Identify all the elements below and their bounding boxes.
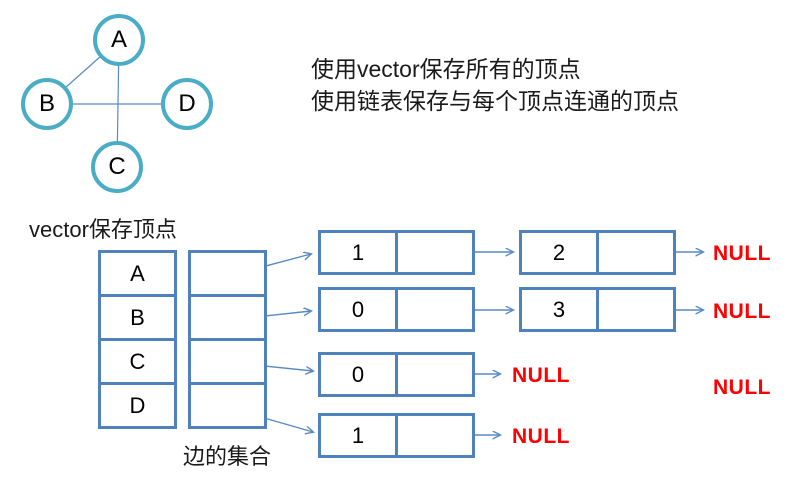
list-node-a2-pointer	[596, 233, 673, 272]
edge-set-label: 边的集合	[183, 444, 272, 469]
list-node-a2-value: 2	[552, 239, 566, 265]
null-extra: NULL	[713, 376, 771, 399]
list-node-c1-value: 0	[351, 361, 365, 387]
null-terminator-d: NULL	[512, 425, 570, 448]
list-node-d1-pointer	[395, 416, 472, 455]
vertex-cell-c: C	[101, 338, 174, 382]
null-terminator-c: NULL	[512, 364, 570, 387]
graph-node-d-label: D	[178, 90, 196, 117]
vertex-vector-column: A B C D	[98, 250, 177, 429]
edge-pointer-column	[188, 250, 267, 429]
vector-store-label: vector保存顶点	[29, 217, 177, 242]
null-terminator-a: NULL	[713, 242, 771, 265]
vertex-cell-d: D	[101, 382, 174, 426]
list-node-a1: 1	[318, 230, 475, 275]
edge-pointer-cell-b	[191, 294, 264, 338]
description-line-1: 使用vector保存所有的顶点	[311, 56, 581, 82]
list-node-b2: 3	[519, 287, 676, 332]
list-node-b2-value: 3	[552, 296, 566, 322]
list-node-d1: 1	[318, 413, 475, 458]
edge-pointer-cell-c	[191, 338, 264, 382]
description-text: 使用vector保存所有的顶点 使用链表保存与每个顶点连通的顶点	[311, 53, 679, 117]
vertex-cell-b: B	[101, 294, 174, 338]
list-node-b1-pointer	[395, 290, 472, 329]
list-node-a2: 2	[519, 230, 676, 275]
graph-node-d: D	[161, 78, 213, 130]
graph-node-b-label: B	[38, 90, 55, 117]
list-node-a1-value: 1	[351, 239, 365, 265]
edge-pointer-cell-a	[191, 253, 264, 294]
list-node-b1: 0	[318, 287, 475, 332]
edge-pointer-cell-d	[191, 382, 264, 426]
vertex-cell-a: A	[130, 260, 145, 286]
graph-node-b: B	[21, 78, 73, 130]
list-node-c1-pointer	[395, 355, 472, 394]
list-node-d1-value: 1	[351, 422, 365, 448]
graph-node-c: C	[91, 141, 143, 193]
null-terminator-b: NULL	[713, 300, 771, 323]
list-node-b1-value: 0	[351, 296, 365, 322]
list-node-c1: 0	[318, 352, 475, 397]
description-line-2: 使用链表保存与每个顶点连通的顶点	[311, 88, 679, 114]
list-node-b2-pointer	[596, 290, 673, 329]
graph-node-c-label: C	[108, 153, 126, 180]
graph-node-a: A	[93, 14, 145, 66]
list-node-a1-pointer	[395, 233, 472, 272]
graph-node-a-label: A	[110, 26, 127, 53]
